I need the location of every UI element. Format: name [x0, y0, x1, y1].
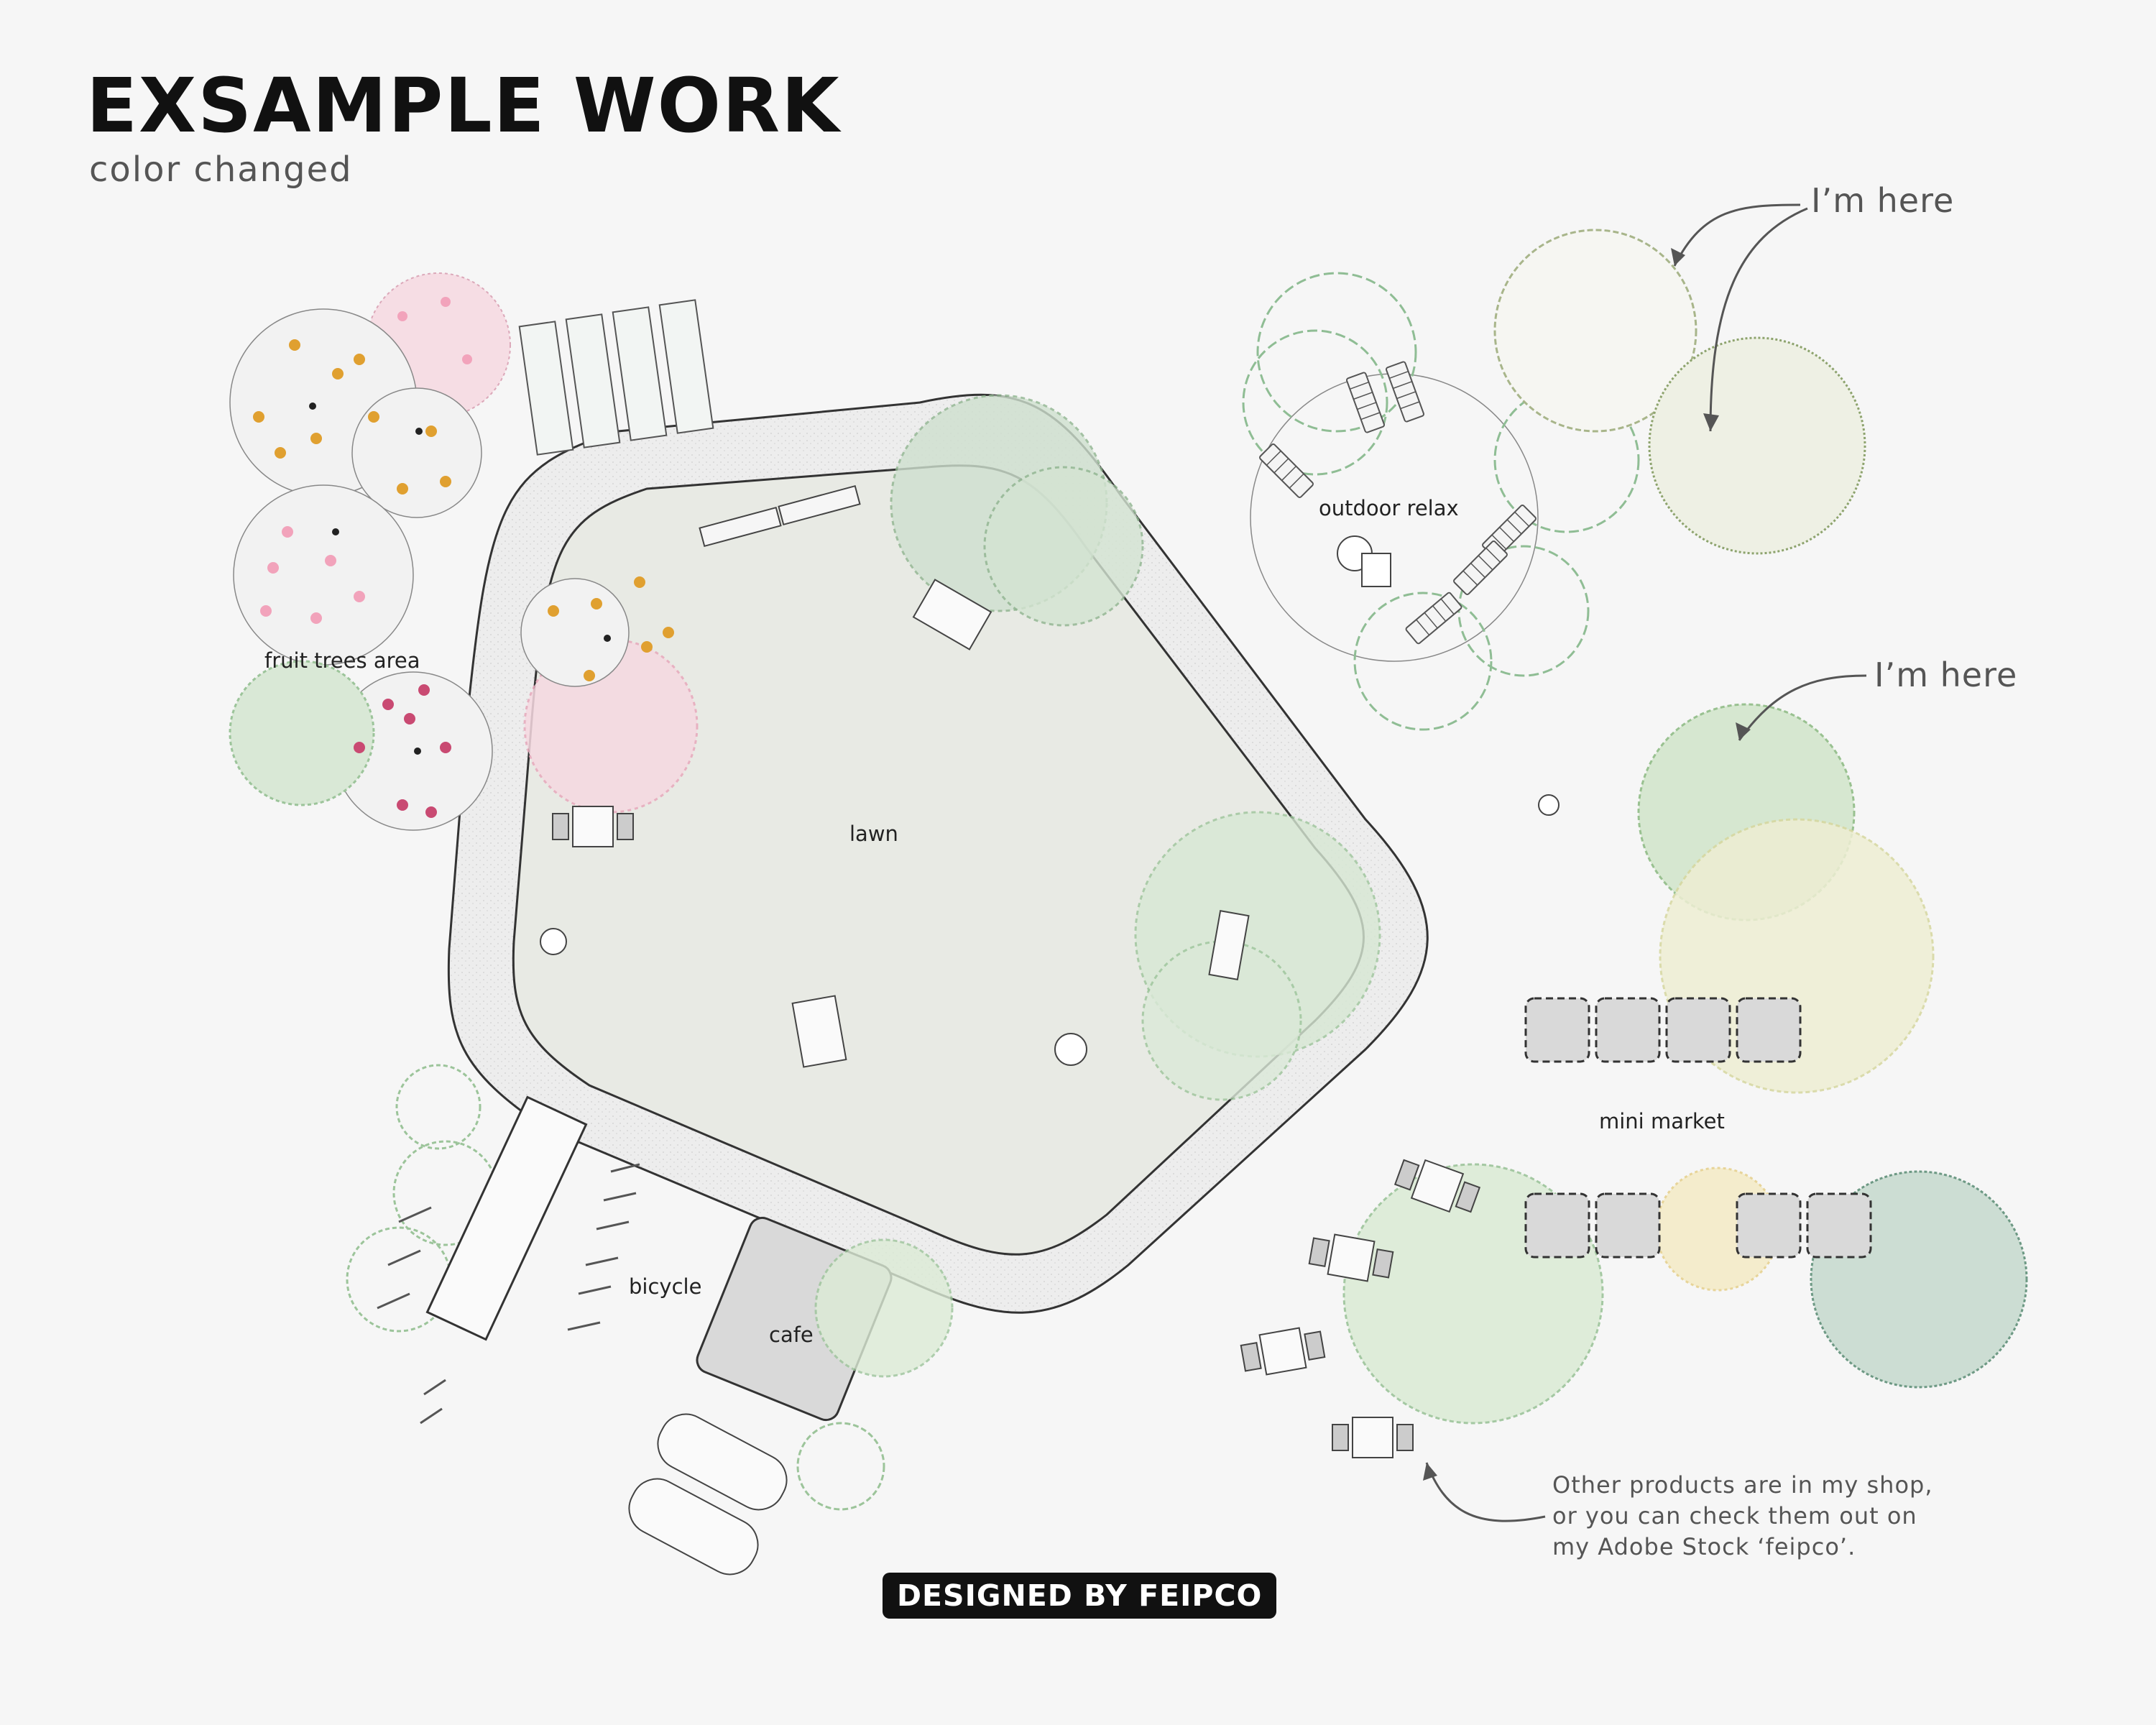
bicycle-parking — [346, 1064, 640, 1425]
outdoor-relax-area — [1242, 272, 1640, 731]
cafe-label: cafe — [769, 1322, 814, 1347]
lawn-trees — [523, 394, 1381, 1101]
mini-market-label: mini market — [1599, 1109, 1725, 1133]
im-here-callout-mid: I’m here — [1874, 656, 2018, 694]
shop-note-line-2: or you can check them out on — [1552, 1502, 1917, 1530]
shop-note: Other products are in my shop, or you ca… — [1552, 1470, 1933, 1563]
shop-note-line-3: my Adobe Stock ‘feipco’. — [1552, 1533, 1856, 1560]
cafe-building — [696, 1216, 954, 1511]
large-trees — [1493, 229, 1866, 555]
bicycle-label: bicycle — [629, 1274, 702, 1299]
cafe-seating — [1238, 794, 1560, 1458]
callout-arrows — [1425, 203, 1867, 1522]
designed-by-badge: DESIGNED BY FEIPCO — [883, 1573, 1277, 1619]
parked-cars — [628, 1413, 788, 1576]
lawn-label: lawn — [849, 822, 898, 846]
page-subtitle: color changed — [89, 150, 353, 190]
market-trees — [1342, 703, 2028, 1425]
fruit-trees-label: fruit trees area — [264, 648, 420, 673]
fruit-trees — [229, 272, 674, 831]
outdoor-relax-label: outdoor relax — [1319, 496, 1459, 520]
shop-note-line-1: Other products are in my shop, — [1552, 1471, 1933, 1499]
arrow-heads — [1423, 248, 1751, 1481]
im-here-callout-top: I’m here — [1811, 181, 1955, 220]
lawn-benches — [540, 484, 1250, 1068]
planter-beds — [518, 299, 714, 456]
walking-path — [447, 393, 1429, 1314]
page-title: EXSAMPLE WORK — [86, 62, 841, 150]
